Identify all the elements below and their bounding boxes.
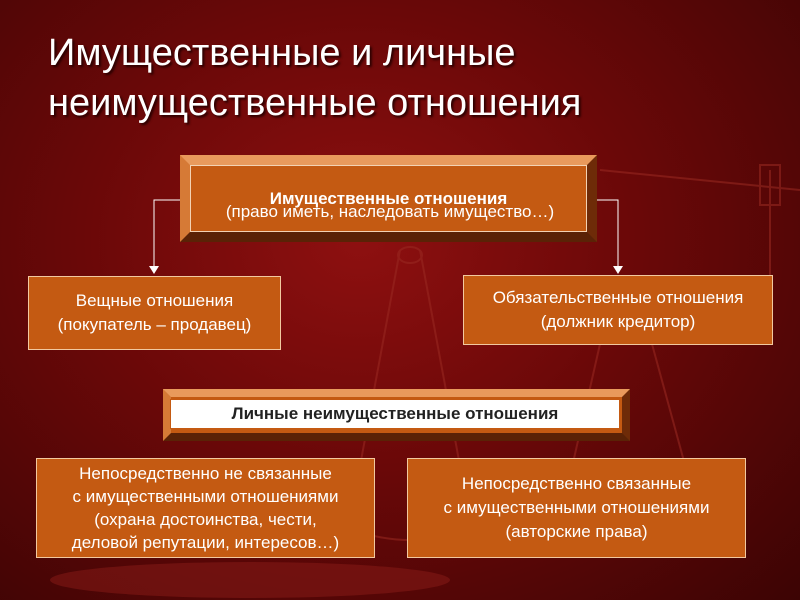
related-line-1: Непосредственно связанные: [461, 474, 692, 493]
not-related-box: Непосредственно не связанные с имуществе…: [36, 458, 375, 558]
obligation-relations-line-2: (должник кредитор): [540, 312, 696, 331]
related-line-3: (авторские права): [505, 522, 648, 541]
property-relations-inner: Имущественные отношения: [190, 165, 587, 232]
not-related-line-2: с имущественными отношениями: [72, 487, 339, 506]
obligation-relations-box: Обязательственные отношения (должник кре…: [463, 275, 773, 345]
property-relations-subtitle: (право иметь, наследовать имущество…): [225, 202, 555, 221]
real-relations-line-2: (покупатель – продавец): [57, 315, 252, 334]
not-related-line-3: (охрана достоинства, чести,: [94, 510, 317, 529]
property-relations-heading: Имущественные отношения: [269, 188, 508, 208]
not-related-line-1: Непосредственно не связанные: [79, 464, 332, 483]
real-relations-box: Вещные отношения (покупатель – продавец): [28, 276, 281, 350]
personal-relations-heading: Личные неимущественные отношения: [170, 399, 620, 429]
obligation-relations-line-1: Обязательственные отношения: [492, 288, 744, 307]
real-relations-line-1: Вещные отношения: [75, 291, 234, 310]
page-title: Имущественные и личные неимущественные о…: [48, 28, 748, 128]
related-line-2: с имущественными отношениями: [443, 498, 710, 517]
related-box: Непосредственно связанные с имущественны…: [407, 458, 746, 558]
property-relations-box: Имущественные отношения: [180, 155, 597, 242]
title-line-1: Имущественные и личные: [48, 32, 516, 74]
not-related-line-4: деловой репутации, интересов…): [71, 533, 340, 552]
title-line-2: неимущественные отношения: [48, 82, 582, 124]
